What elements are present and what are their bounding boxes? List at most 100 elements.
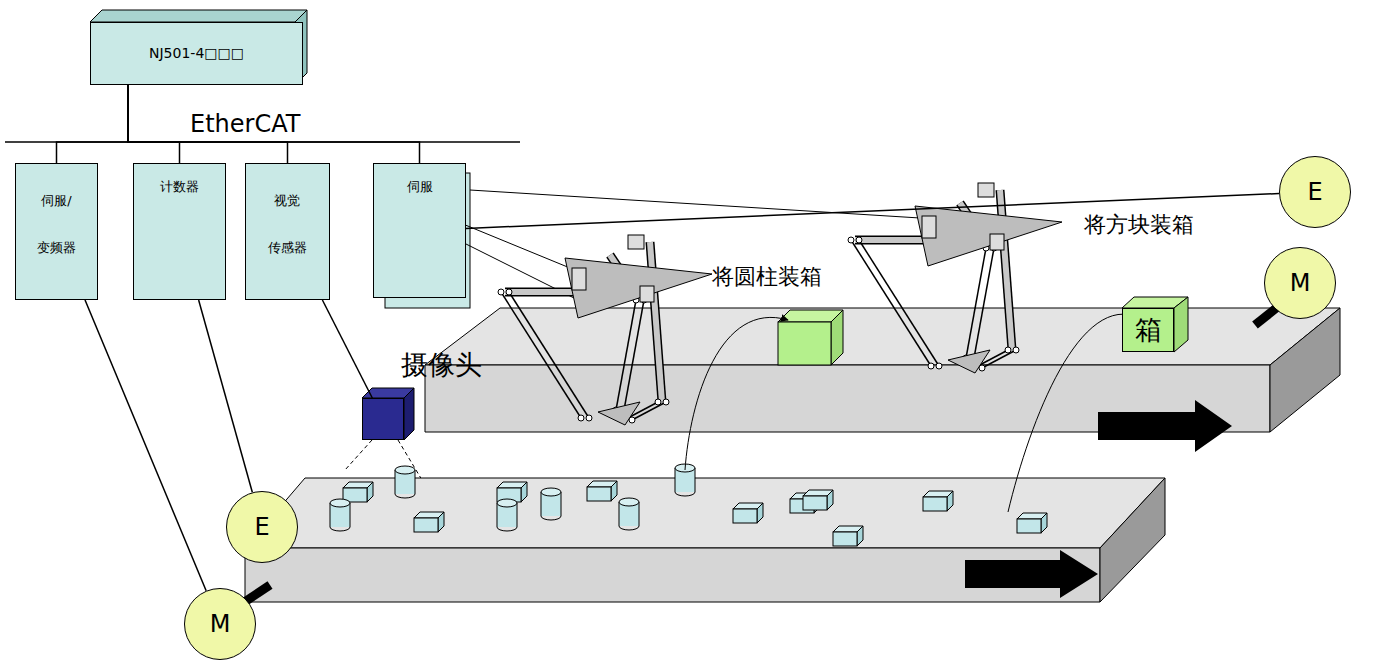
connector-line — [85, 300, 206, 591]
cube-side — [438, 512, 444, 532]
box-side — [1174, 297, 1188, 352]
workpieces — [330, 464, 1047, 546]
box-side — [831, 310, 843, 365]
cylinder-edge — [639, 502, 640, 526]
joint — [1013, 347, 1019, 353]
cylinder-base — [497, 527, 517, 531]
joint — [936, 363, 942, 369]
cylinder-edge — [695, 468, 696, 492]
joint — [506, 289, 512, 295]
cube-side — [367, 482, 373, 502]
cube-front — [1017, 519, 1041, 533]
cylinder-edge — [517, 503, 518, 527]
cylinder-base — [675, 492, 695, 496]
camera-view — [345, 440, 372, 470]
cylinder-top — [619, 498, 639, 506]
vision-sensor-unit: 视觉 传感器 — [245, 163, 330, 300]
cube-side — [1041, 513, 1047, 533]
lower-arm — [974, 248, 994, 358]
pick-path — [685, 317, 788, 470]
motor — [922, 216, 936, 238]
lower-arm — [501, 292, 581, 418]
node-text: 视觉 传感器 — [266, 178, 309, 272]
end-effector — [948, 350, 990, 373]
node-text: E — [1307, 178, 1322, 206]
joint — [1005, 347, 1011, 353]
encoder-circle: E — [226, 491, 298, 563]
conveyor-top — [425, 308, 1340, 365]
upper-arm — [855, 237, 925, 243]
direction-arrow — [1098, 400, 1232, 452]
upper-arm — [505, 288, 575, 297]
cylinder-top — [497, 499, 517, 507]
upper-arm — [1000, 190, 1012, 350]
cube-front — [414, 518, 438, 532]
encoder-circle: E — [1279, 156, 1351, 228]
node-text: M — [1290, 269, 1311, 297]
connector-line — [57, 85, 129, 163]
node-text: E — [254, 513, 269, 541]
motor — [978, 183, 994, 197]
node-text: 摄像头 — [401, 347, 482, 383]
node-text: NJ501-4□□□ — [91, 45, 302, 61]
lower-arm — [616, 300, 636, 410]
joint — [928, 363, 934, 369]
delta-robots — [498, 183, 1062, 425]
upper-arm — [505, 289, 575, 295]
cylinder-edge — [350, 503, 351, 527]
cube-side — [947, 491, 953, 511]
counter-unit: 计数器 — [133, 163, 226, 300]
cube-side — [757, 503, 763, 523]
connector — [199, 300, 253, 492]
node-text: 伺服 — [374, 178, 465, 196]
upper-arm — [1000, 190, 1012, 350]
camera: 摄像头 — [362, 398, 404, 440]
node-text: 伺服/ 变频器 — [35, 178, 78, 272]
connector — [57, 85, 129, 163]
cylinder-edge — [415, 470, 416, 494]
conveyor-side — [1100, 478, 1165, 602]
carton-box: 箱 — [1122, 308, 1174, 352]
conveyor-side — [1270, 308, 1340, 432]
cylinder-base — [619, 526, 639, 530]
joint — [663, 399, 669, 405]
lower-arm — [624, 300, 644, 410]
box-front — [778, 322, 831, 365]
box-top — [90, 10, 307, 22]
diagram-label: 将方块装箱 — [1084, 210, 1194, 240]
node-text: 箱 — [1135, 312, 1162, 348]
cube-side — [827, 490, 833, 510]
joint — [655, 399, 661, 405]
upper-arm — [650, 242, 662, 402]
cube-side — [611, 481, 617, 501]
robot-base — [565, 258, 712, 318]
connector — [128, 85, 420, 163]
servo-inverter-unit: 伺服/ 变频器 — [15, 163, 98, 300]
upper-arm — [855, 236, 925, 245]
servo-cable — [458, 222, 570, 268]
cylinder-edge — [497, 503, 498, 527]
motor — [990, 234, 1004, 250]
cube-side — [857, 526, 863, 546]
connector — [85, 300, 206, 591]
robot-base — [915, 206, 1062, 266]
node-text: 计数器 — [134, 178, 225, 196]
cylinder-base — [395, 494, 415, 498]
connector-line — [128, 85, 420, 163]
connector-line — [128, 85, 180, 163]
cylinder-base — [541, 516, 561, 520]
cylinder-edge — [330, 503, 331, 527]
node-text: M — [210, 610, 231, 638]
motor-circle: M — [1264, 247, 1336, 319]
cube-front — [833, 532, 857, 546]
conveyor-top — [245, 478, 1165, 548]
connector — [128, 85, 180, 163]
joint — [848, 237, 854, 243]
cylinder-edge — [395, 470, 396, 494]
servo-cable — [470, 190, 920, 218]
conveyor-front — [245, 548, 1100, 602]
cylinder-edge — [619, 502, 620, 526]
connector — [322, 300, 372, 398]
cylinder-top — [541, 488, 561, 496]
lower-arm — [851, 240, 931, 366]
